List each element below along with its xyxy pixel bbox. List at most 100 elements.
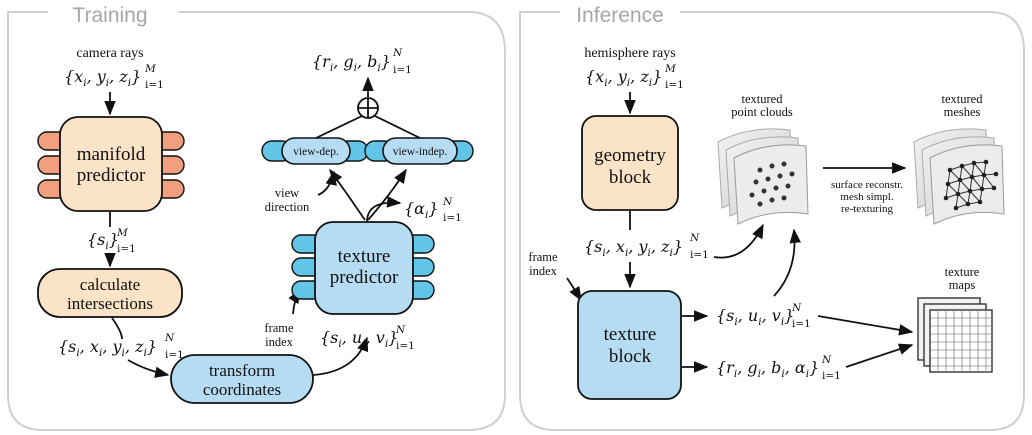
view-indep-label: view-indep.	[393, 146, 448, 158]
texture-block-label-2: block	[609, 346, 652, 367]
svg-text:{si, xi, yi, zi}: {si, xi, yi, zi}	[584, 237, 683, 259]
manifold-label-2: predictor	[77, 165, 146, 186]
svg-text:{si}: {si}	[87, 230, 119, 252]
camera-rays-label: camera rays	[76, 46, 143, 61]
inference-suv-set: {si, ui, vi} N i=1	[716, 302, 811, 330]
line-dep-to-sum	[315, 115, 363, 139]
calc-label-1: calculate	[80, 275, 140, 294]
s-set: {si} M i=1	[87, 227, 136, 255]
svg-text:N: N	[821, 354, 832, 366]
svg-text:i=1: i=1	[690, 249, 709, 261]
arrow-suv-to-pointclouds	[773, 228, 802, 297]
svg-text:i=1: i=1	[792, 318, 811, 330]
svg-text:M: M	[664, 63, 676, 75]
svg-text:{xi, yi, zi}: {xi, yi, zi}	[64, 67, 141, 89]
arrow-transform-to-texture	[312, 336, 369, 376]
svg-text:i=1: i=1	[822, 370, 841, 382]
svg-text:{si, ui, vi}: {si, ui, vi}	[716, 306, 794, 328]
textured-pc-label-1: textured	[742, 92, 784, 106]
arrow-to-view-indep	[367, 168, 407, 221]
svg-text:N: N	[442, 196, 453, 208]
sum-icon	[357, 97, 379, 119]
svg-text:i=1: i=1	[443, 212, 462, 224]
texture-maps-image	[917, 297, 993, 373]
svg-text:{xi, yi, zi}: {xi, yi, zi}	[585, 67, 662, 89]
inference-frame-index-label-2: index	[529, 264, 558, 278]
inference-sxyz-set: {si, xi, yi, zi} N i=1	[584, 232, 709, 261]
arrow-view-direction	[317, 170, 337, 196]
texture-maps-label-2: maps	[949, 278, 976, 292]
svg-text:{ri, gi, bi}: {ri, gi, bi}	[312, 52, 391, 74]
texture-label-2: predictor	[330, 267, 399, 288]
textured-meshes-label-2: meshes	[944, 105, 981, 119]
mesh-image	[913, 128, 1005, 225]
view-dep-label: view-dep.	[293, 146, 339, 158]
svg-text:N: N	[689, 232, 700, 244]
point-cloud-image	[717, 128, 809, 225]
inference-rgba-set: {ri, gi, bi, αi} N i=1	[716, 354, 841, 382]
arrow-to-view-dep	[329, 168, 366, 221]
view-direction-label-2: direction	[265, 200, 310, 214]
inference-frame-index-label-1: frame	[528, 250, 558, 264]
sxyz-set: {si, xi, yi, zi} N i=1	[58, 332, 184, 361]
textured-meshes-label-1: textured	[942, 92, 984, 106]
svg-text:M: M	[144, 63, 156, 75]
svg-text:i=1: i=1	[665, 79, 684, 91]
manifold-predictor: manifold predictor	[37, 116, 185, 212]
textured-pc-label-2: point clouds	[731, 105, 793, 119]
hemisphere-rays-set: {xi, yi, zi} M i=1	[585, 63, 684, 91]
svg-text:N: N	[791, 302, 802, 314]
alpha-set: {αi} N i=1	[404, 196, 462, 224]
svg-text:{ri, gi, bi, αi}: {ri, gi, bi, αi}	[716, 358, 819, 380]
arrow-to-transform	[127, 359, 170, 378]
svg-text:{αi}: {αi}	[404, 199, 439, 221]
rgb-set: {ri, gi, bi} N i=1	[312, 47, 412, 76]
arrow-to-alpha	[366, 196, 402, 223]
geometry-label-1: geometry	[594, 145, 666, 166]
transform-label-1: transform	[209, 361, 275, 380]
surface-label-3: re-texturing	[841, 203, 893, 215]
arrow-sxyz-to-pointclouds	[713, 223, 764, 259]
view-indep-block: view-indep.	[364, 137, 474, 165]
view-direction-label-1: view	[275, 186, 299, 200]
line-calc-down	[111, 317, 123, 340]
transform-label-2: coordinates	[203, 380, 281, 399]
texture-maps-label-1: texture	[945, 265, 980, 279]
camera-rays-set: {xi, yi, zi} M i=1	[64, 63, 164, 91]
arrow-inference-frame-index	[566, 277, 582, 302]
svg-text:i=1: i=1	[145, 79, 164, 91]
hemisphere-rays-label: hemisphere rays	[584, 46, 675, 61]
geometry-label-2: block	[609, 167, 652, 188]
svg-text:N: N	[395, 324, 406, 336]
calc-label-2: intersections	[67, 294, 153, 313]
view-dep-block: view-dep.	[261, 137, 369, 165]
texture-label-1: texture	[338, 246, 391, 267]
calculate-intersections-box: calculate intersections	[37, 268, 183, 318]
svg-text:{si, xi, yi, zi}: {si, xi, yi, zi}	[58, 337, 157, 359]
line-indep-to-sum	[374, 115, 421, 139]
arrow-suv-to-texturemaps	[817, 315, 914, 336]
manifold-label-1: manifold	[77, 144, 146, 165]
svg-text:N: N	[392, 47, 403, 59]
surface-label-1: surface reconstr.	[831, 179, 903, 191]
training-title: Training	[72, 4, 147, 27]
svg-text:i=1: i=1	[396, 340, 415, 352]
frame-index-label-1: frame	[264, 321, 294, 335]
texture-block-label-1: texture	[604, 324, 657, 345]
transform-coordinates-box: transform coordinates	[170, 354, 314, 404]
svg-text:M: M	[116, 227, 128, 239]
inference-title: Inference	[576, 4, 664, 27]
training-panel: Training camera rays {xi, yi, zi} M i=1 …	[6, 4, 506, 431]
geometry-block: geometry block	[581, 115, 679, 211]
frame-index-label-2: index	[265, 335, 294, 349]
svg-text:i=1: i=1	[393, 64, 412, 76]
svg-text:i=1: i=1	[165, 349, 184, 361]
suv-set: {si, ui, vi} N i=1	[320, 324, 415, 352]
texture-block: texture block	[577, 290, 682, 400]
texture-predictor: texture predictor	[291, 221, 435, 315]
arrow-rgba-to-texturemaps	[845, 343, 914, 368]
svg-text:i=1: i=1	[117, 243, 136, 255]
svg-text:N: N	[164, 332, 175, 344]
surface-label-2: mesh simpl.	[840, 191, 893, 203]
